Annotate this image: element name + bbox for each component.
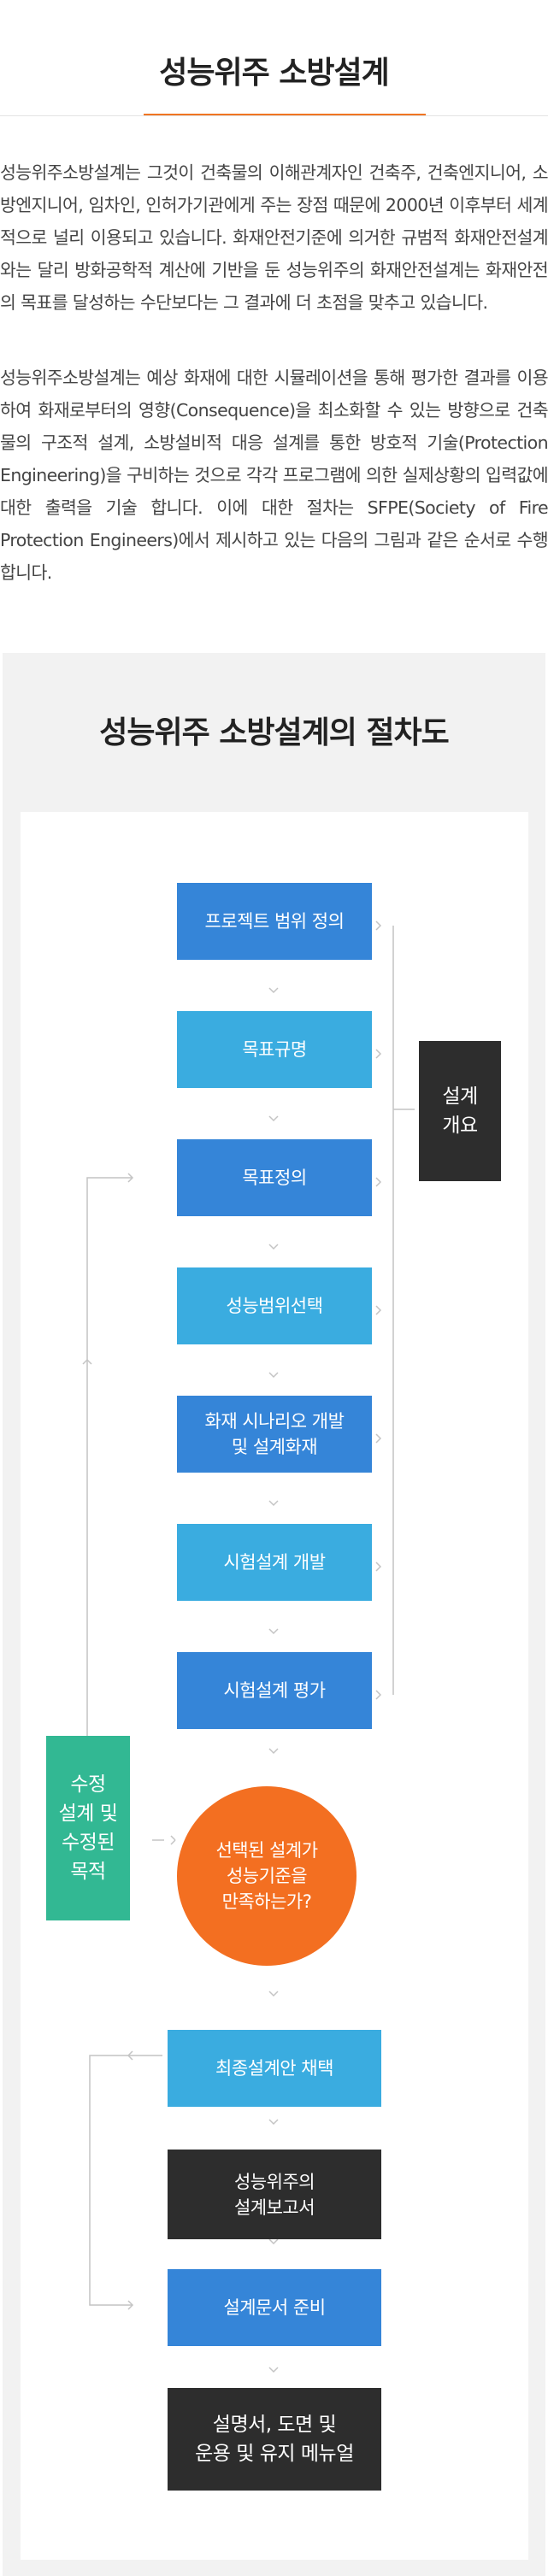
title-underline <box>144 114 426 115</box>
overview-connector <box>375 1690 382 1700</box>
decision-circle: 선택된 설계가 성능기준을 만족하는가? <box>177 1786 356 1966</box>
revise-loop <box>170 1835 176 1845</box>
step-performance-select: 성능범위선택 <box>177 1267 372 1344</box>
step-document-prep: 설계문서 준비 <box>168 2269 381 2346</box>
step-manual: 설명서, 도면 및 운용 및 유지 메뉴얼 <box>168 2388 381 2491</box>
revise-loop <box>82 1358 92 1365</box>
overview-connector <box>375 1305 382 1315</box>
top-rule <box>0 115 548 116</box>
step-trial-design-evaluate: 시험설계 평가 <box>177 1652 372 1729</box>
flow-title: 성능위주 소방설계의 절차도 <box>99 715 450 750</box>
lower-loop <box>127 2300 134 2310</box>
step-fire-scenario: 화재 시나리오 개발 및 설계화재 <box>177 1396 372 1473</box>
down-arrow <box>268 1244 279 1250</box>
overview-connector <box>375 1177 382 1187</box>
overview-connector <box>375 920 382 931</box>
overview-connector <box>375 1049 382 1059</box>
step-goal-identify: 목표규명 <box>177 1011 372 1088</box>
intro-paragraph-2: 성능위주소방설계는 예상 화재에 대한 시뮬레이션을 통해 평가한 결과를 이용… <box>0 368 548 583</box>
down-arrow <box>268 2367 279 2373</box>
lower-loop <box>127 2050 133 2061</box>
down-arrow <box>268 1628 279 1635</box>
revise-loop <box>127 1173 134 1183</box>
overview-connector <box>375 1433 382 1444</box>
intro-paragraph-1: 성능위주소방설계는 그것이 건축물의 이해관계자인 건축주, 건축엔지니어, 소… <box>0 162 548 313</box>
step-project-scope: 프로젝트 범위 정의 <box>177 883 372 960</box>
down-arrow <box>268 987 279 994</box>
down-arrow <box>268 1372 279 1379</box>
step-trial-design-develop: 시험설계 개발 <box>177 1524 372 1601</box>
page-title: 성능위주 소방설계 <box>159 56 390 91</box>
step-final-design: 최종설계안 채택 <box>168 2030 381 2107</box>
step-design-report: 성능위주의 설계보고서 <box>168 2150 381 2239</box>
lower-loop <box>89 2055 162 2306</box>
down-arrow <box>268 1991 279 1997</box>
down-arrow <box>268 2238 279 2245</box>
overview-connector <box>375 1561 382 1572</box>
down-arrow <box>268 1748 279 1755</box>
down-arrow <box>268 1500 279 1507</box>
revise-loop <box>86 1177 133 1738</box>
step-goal-define: 목표정의 <box>177 1139 372 1216</box>
down-arrow <box>268 1115 279 1122</box>
revise-box: 수정 설계 및 수정된 목적 <box>46 1736 130 1920</box>
overview-box: 설계 개요 <box>419 1041 501 1181</box>
down-arrow <box>268 2119 279 2126</box>
